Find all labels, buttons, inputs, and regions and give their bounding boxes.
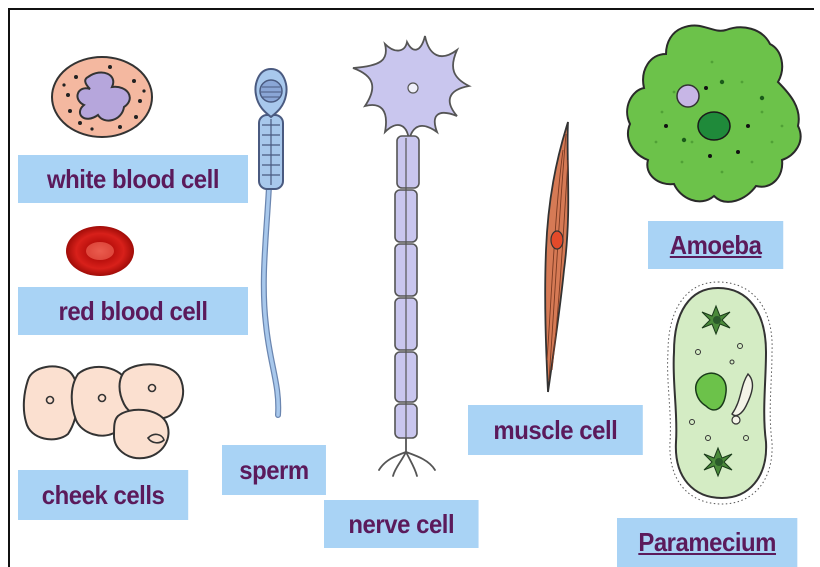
amoeba-label: Amoeba: [648, 221, 783, 269]
paramecium-illustration: [662, 282, 780, 504]
paramecium-label: Paramecium: [617, 518, 797, 567]
muscle-cell-illustration: [538, 120, 578, 395]
nerve-cell-label: nerve cell: [324, 500, 479, 548]
white-blood-cell-label: white blood cell: [18, 155, 248, 203]
cheek-cells-label: cheek cells: [18, 470, 188, 520]
sperm-illustration: [242, 65, 292, 425]
muscle-cell-label: muscle cell: [468, 405, 643, 455]
red-blood-cell-illustration: [65, 225, 135, 277]
amoeba-illustration: [622, 22, 812, 214]
white-blood-cell-illustration: [50, 55, 155, 140]
cheek-cells-illustration: [22, 360, 192, 460]
red-blood-cell-label: red blood cell: [18, 287, 248, 335]
sperm-label: sperm: [222, 445, 326, 495]
nerve-cell-illustration: [345, 32, 475, 482]
